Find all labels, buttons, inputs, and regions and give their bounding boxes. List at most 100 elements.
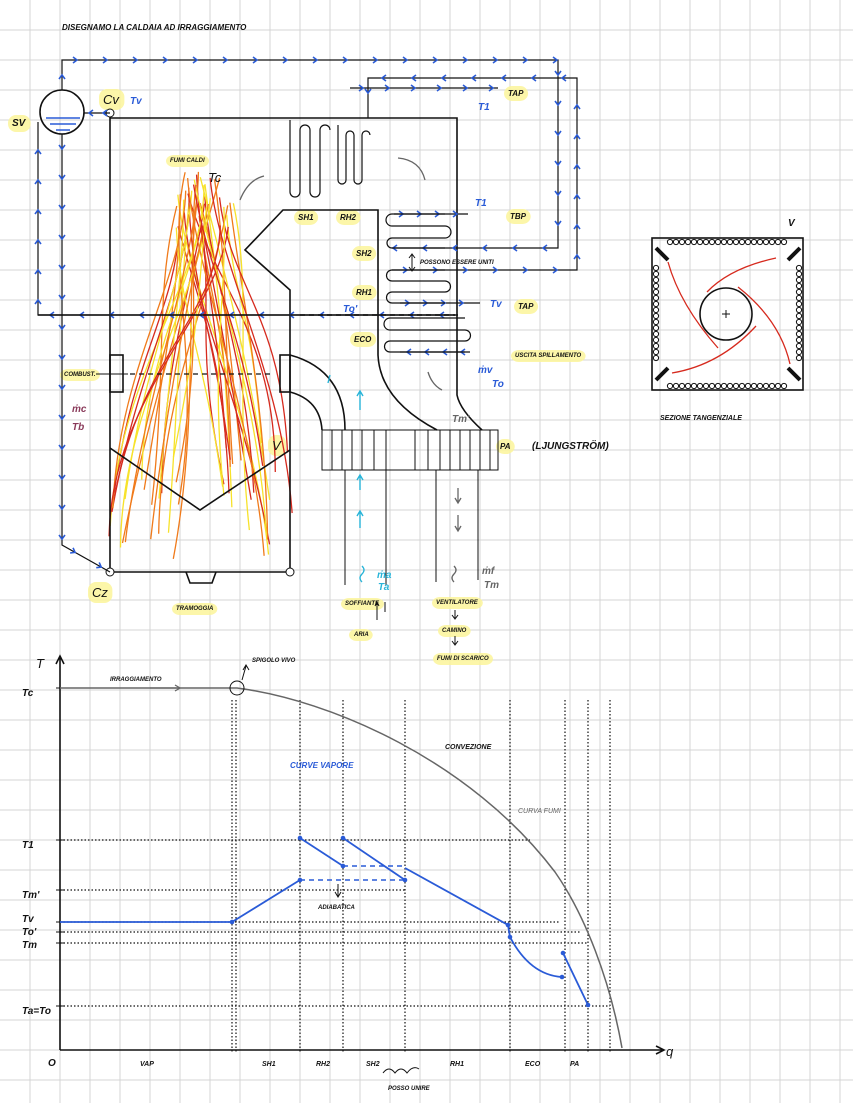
air-squiggle	[359, 565, 365, 583]
steam-drum	[39, 89, 85, 135]
flow-arrow-icon	[58, 414, 66, 421]
adiabatic-pointer-arrow	[334, 884, 342, 898]
wall-tube	[684, 382, 692, 390]
wall-tube	[774, 238, 782, 246]
flow-arrow-icon	[410, 74, 417, 82]
brace	[382, 1067, 420, 1074]
wall-tube	[666, 238, 674, 246]
highlight-mark	[172, 603, 218, 615]
wall-tube	[652, 354, 660, 362]
flow-arrow-icon	[554, 70, 562, 77]
flow-arrow-icon	[34, 148, 42, 155]
highlight-mark	[432, 597, 483, 609]
wall-tubes	[652, 238, 803, 390]
flame-stroke	[151, 205, 178, 505]
rh1-to-rh2-pipe	[367, 77, 578, 271]
flow-arrow-icon	[462, 84, 469, 92]
flame-stroke	[232, 203, 251, 531]
flow-arrow-icon	[312, 56, 319, 64]
flow-arrow-icon	[58, 204, 66, 211]
flow-arrow-icon	[573, 193, 581, 200]
label-ljungstrom: (LJUNGSTRÖM)	[532, 439, 609, 452]
highlight-mark	[88, 582, 113, 603]
air-preheater	[321, 429, 499, 471]
label-ventilatore: VENTILATORE	[436, 600, 479, 606]
wall-tube	[795, 342, 803, 350]
wall-tube	[738, 382, 746, 390]
wall-tube	[714, 382, 722, 390]
flame-stroke	[124, 190, 193, 500]
flame-stroke	[112, 190, 187, 509]
flow-arrow-icon	[522, 56, 529, 64]
steam-point	[297, 835, 303, 841]
flame-stroke	[201, 227, 252, 500]
label-possono-unire: POSSONO ESSERE UNITI	[420, 260, 494, 266]
hopper-outlet	[185, 571, 217, 584]
air-preheater-plates	[331, 430, 491, 470]
label-mf: ṁf	[482, 566, 496, 577]
rh1-coil	[385, 269, 452, 304]
flow-arrow-icon	[34, 268, 42, 275]
label-fumi-scarico: FUMI DI SCARICO	[437, 656, 489, 662]
ducts-below-pa	[344, 470, 479, 585]
gas-curve	[60, 687, 623, 1049]
label-tv-drum: Tv	[130, 96, 143, 107]
label-curve-vapore: CURVE VAPORE	[290, 761, 354, 770]
wall-tube	[666, 382, 674, 390]
rh2-pendant	[337, 125, 371, 185]
wall-tube	[652, 312, 660, 320]
wall-tube	[652, 270, 660, 278]
tangential-flow-arrows	[667, 257, 791, 374]
flow-arrow-icon	[541, 244, 548, 252]
flow-arrow-icon	[492, 56, 499, 64]
flow-arrow-icon	[573, 253, 581, 260]
wall-tube	[652, 330, 660, 338]
highlight-mark	[60, 369, 100, 381]
wall-tube	[702, 382, 710, 390]
wall-tube	[652, 342, 660, 350]
flow-arrow-icon	[58, 354, 66, 361]
label-tv-rh: Tv	[490, 299, 503, 310]
flame-stroke	[193, 179, 268, 535]
corner-burners	[654, 246, 802, 382]
flame-stroke	[172, 206, 208, 458]
flow-arrow-icon	[70, 547, 77, 554]
flow-arrow-icon	[372, 56, 379, 64]
label-posso-unire: POSSO UNIRE	[388, 1086, 431, 1092]
flame-stroke	[218, 197, 289, 453]
wall-tube	[684, 238, 692, 246]
highlight-mark	[496, 439, 515, 454]
label-tc: Tc	[208, 170, 222, 185]
label-fumi-caldi: FUMI CALDI	[170, 158, 205, 164]
x-axis	[60, 1045, 666, 1055]
section-label-v: V	[788, 218, 796, 229]
air-up-arrows	[327, 374, 364, 410]
label-curva-fumi: CURVA FUMI	[518, 808, 561, 815]
flow-arrow-icon	[481, 244, 488, 252]
label-convezione: CONVEZIONE	[445, 744, 492, 751]
label-tramoggia: TRAMOGGIA	[176, 606, 213, 612]
label-eco: ECO	[354, 335, 372, 344]
label-camino: CAMINO	[442, 628, 467, 634]
reference-dotted-lines	[56, 687, 611, 1052]
gas-flow-arrow	[239, 175, 265, 201]
wall-tube	[652, 300, 660, 308]
highlight-mark	[511, 350, 586, 362]
wall-tube	[795, 336, 803, 344]
flow-arrow-icon	[554, 130, 562, 137]
flow-arrow-icon	[342, 56, 349, 64]
wall-tube	[738, 238, 746, 246]
wall-tube	[795, 276, 803, 284]
label-tb: Tb	[72, 422, 84, 433]
wall-tube	[756, 238, 764, 246]
label-t1-top: T1	[478, 102, 490, 113]
highlight-mark	[514, 299, 539, 314]
flow-arrow-icon	[162, 56, 169, 64]
y-tick-label: Tm	[22, 940, 37, 951]
origin-label: O	[48, 1058, 56, 1069]
x-axis-label: q	[666, 1044, 674, 1059]
flame-stroke	[186, 177, 265, 556]
highlight-mark	[336, 210, 361, 225]
label-mc: ṁc	[72, 404, 87, 415]
